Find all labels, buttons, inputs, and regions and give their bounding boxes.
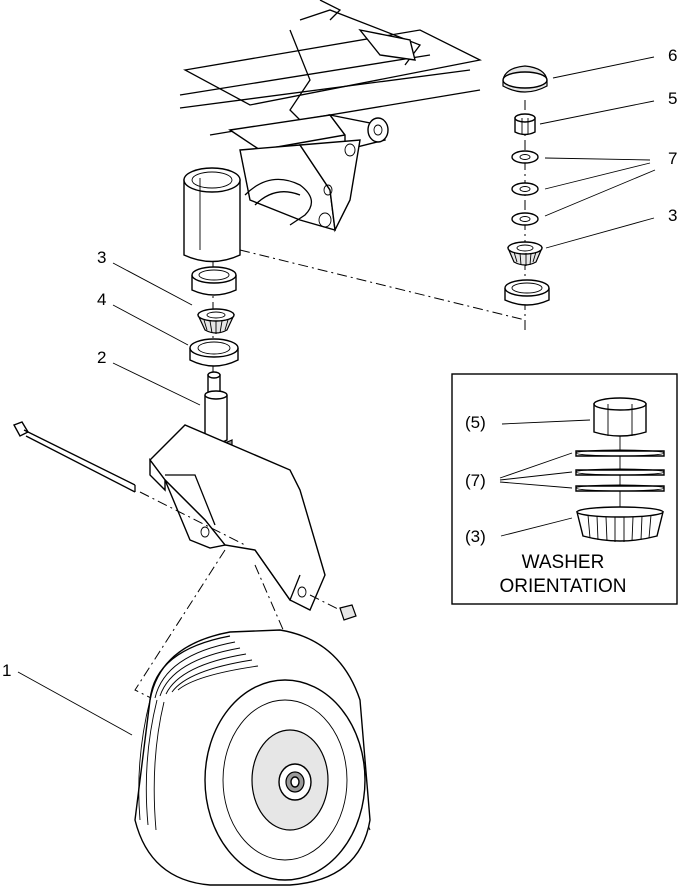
bearing-cup-lower — [189, 338, 239, 367]
lock-nut — [514, 113, 536, 136]
inset-washer-1 — [575, 449, 665, 457]
callout-6: 6 — [668, 46, 677, 65]
washer-orientation-inset: (5) (7) (3) WASHER ORIENTATION — [451, 373, 678, 605]
inset-bearing — [576, 506, 664, 542]
caster-wheel — [134, 629, 371, 886]
frame-assembly — [179, 0, 482, 233]
pivot-tube — [183, 167, 241, 263]
guide-line-1 — [134, 549, 226, 701]
inset-label-7: (7) — [465, 471, 486, 490]
inset-title-line1: WASHER — [522, 552, 605, 573]
tapered-bearing-right — [507, 241, 543, 266]
washer-2 — [511, 182, 539, 196]
bearing-cup-upper — [191, 266, 237, 296]
axle-nut — [309, 594, 357, 621]
leader-lines — [17, 56, 656, 736]
inset-label-5: (5) — [465, 413, 486, 432]
callout-7: 7 — [668, 149, 677, 168]
callout-1: 1 — [2, 661, 11, 680]
inset-label-3: (3) — [465, 527, 486, 546]
caster-fork — [149, 424, 326, 611]
axle-bolt — [12, 421, 246, 546]
dust-cap — [502, 65, 548, 93]
inset-title-line2: ORIENTATION — [499, 576, 626, 597]
tapered-bearing-left — [197, 308, 235, 334]
inset-nut — [593, 397, 647, 437]
callout-2: 2 — [97, 348, 106, 367]
bearing-cup-right — [504, 279, 550, 306]
callout-3-right: 3 — [668, 206, 677, 225]
callout-3-left: 3 — [97, 248, 106, 267]
axis-line-right — [239, 249, 526, 321]
washer-1 — [511, 150, 539, 164]
callout-5: 5 — [668, 89, 677, 108]
washer-3 — [511, 212, 539, 226]
callout-4: 4 — [97, 290, 106, 309]
